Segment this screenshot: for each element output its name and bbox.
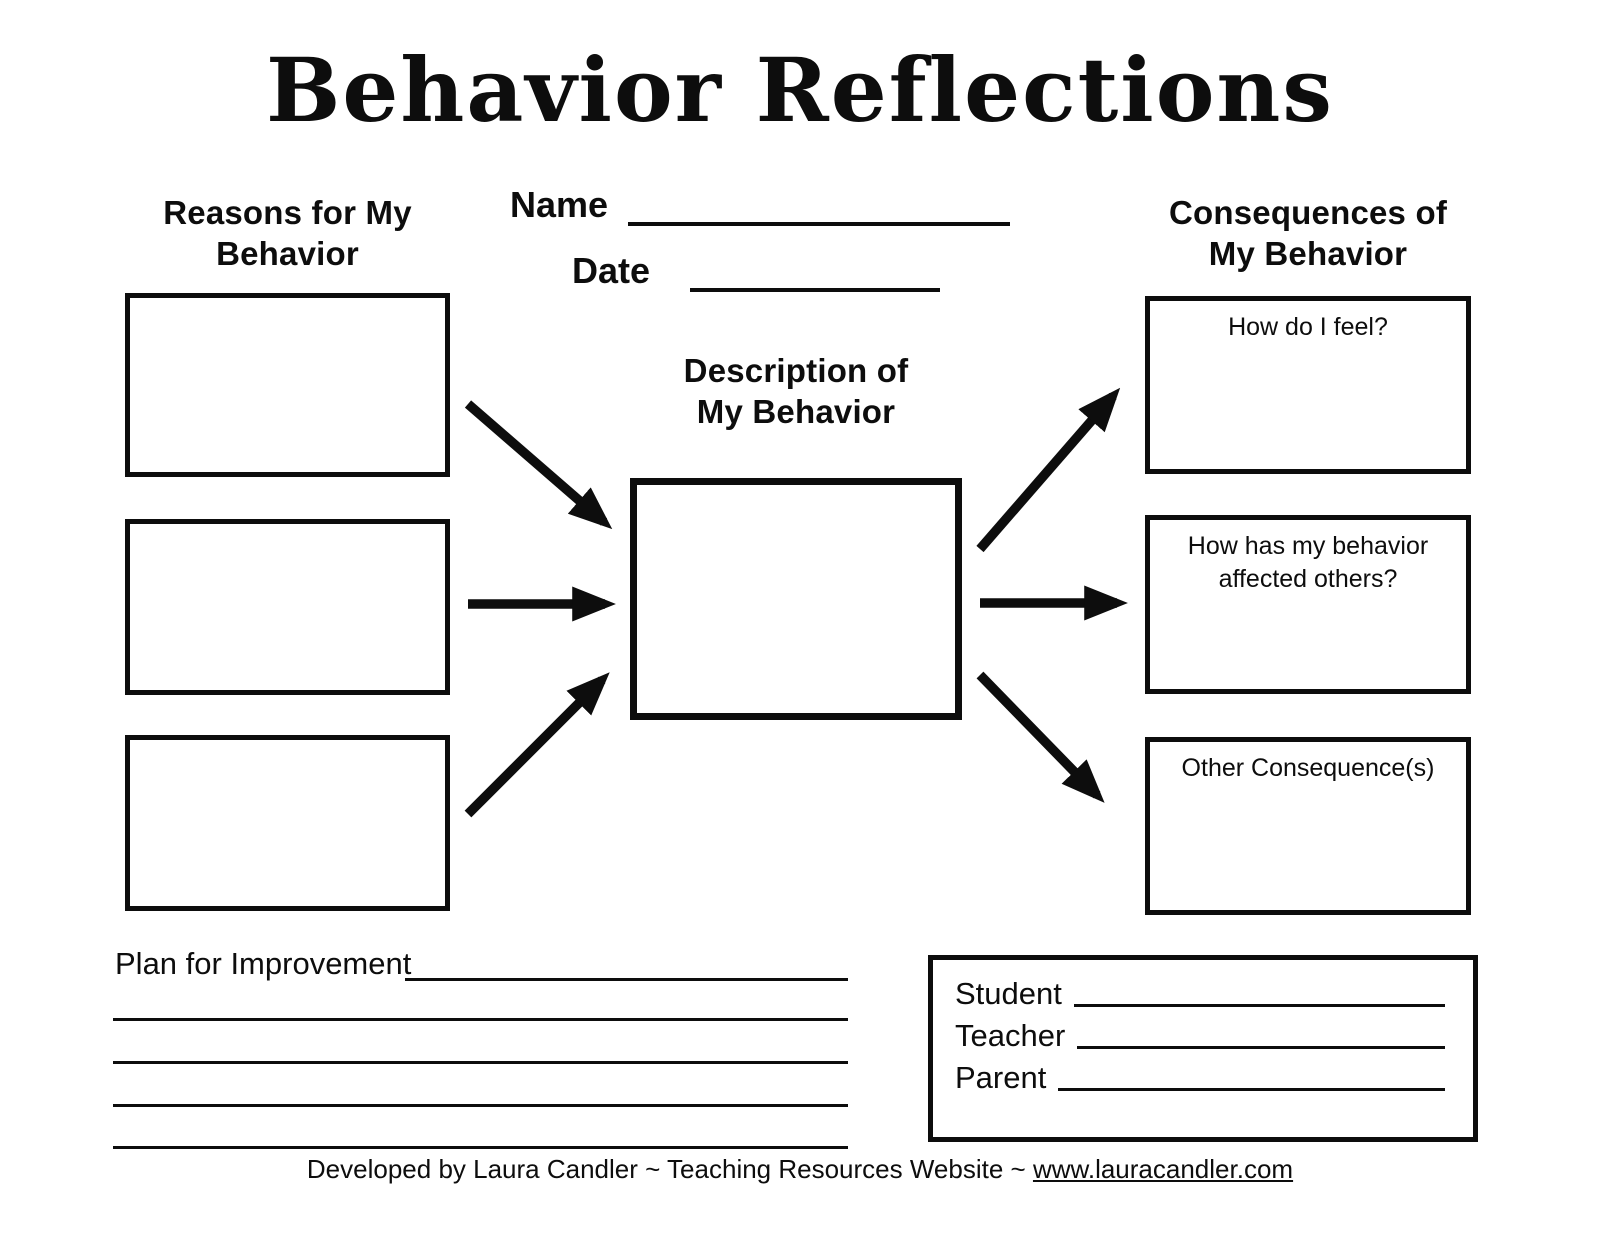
signature-row-teacher: Teacher [955, 1014, 1445, 1056]
student-signature-line [1073, 1004, 1445, 1007]
plan-blank-line-2 [113, 1018, 848, 1021]
description-box [630, 478, 962, 720]
arrow-reason3-to-description-icon [464, 672, 610, 818]
student-label: Student [955, 976, 1062, 1011]
footer-credit-text: Developed by Laura Candler ~ Teaching Re… [306, 1154, 1033, 1184]
plan-blank-line-1 [405, 944, 848, 981]
plan-blank-line-5 [113, 1146, 848, 1149]
plan-blank-line-3 [113, 1061, 848, 1064]
page-title: Behavior Reflections [266, 38, 1334, 142]
reason-box-3 [125, 735, 450, 911]
consequence-box-feel-label: How do I feel? [1228, 313, 1388, 341]
arrow-reason1-to-description-icon [464, 400, 613, 530]
arrow-description-to-feel-icon [976, 387, 1121, 553]
signature-box: Student Teacher Parent [928, 955, 1478, 1142]
date-label: Date [572, 250, 651, 291]
teacher-signature-line [1077, 1046, 1445, 1049]
reason-box-1 [125, 293, 450, 477]
signature-row-student: Student [955, 972, 1445, 1014]
footer-credit: Developed by Laura Candler ~ Teaching Re… [0, 1154, 1600, 1185]
consequence-box-other: Other Consequence(s) [1145, 737, 1471, 915]
reason-box-2 [125, 519, 450, 695]
name-blank-line [628, 186, 1010, 226]
consequence-box-other-label: Other Consequence(s) [1181, 754, 1435, 782]
teacher-label: Teacher [955, 1018, 1066, 1053]
date-blank-line [690, 252, 940, 292]
arrow-description-to-other-icon [976, 671, 1105, 803]
consequence-box-others: How has my behavior affected others? [1145, 515, 1471, 694]
footer-website-link[interactable]: www.lauracandler.com [1032, 1154, 1294, 1184]
plan-for-improvement-label: Plan for Improvement [115, 946, 412, 981]
description-heading: Description of My Behavior [683, 352, 909, 431]
parent-signature-line [1058, 1088, 1445, 1091]
reasons-heading: Reasons for My Behavior [163, 194, 412, 273]
consequence-box-feel: How do I feel? [1145, 296, 1471, 474]
consequences-heading: Consequences of My Behavior [1168, 194, 1448, 273]
parent-label: Parent [955, 1060, 1047, 1095]
plan-blank-line-4 [113, 1104, 848, 1107]
signature-row-parent: Parent [955, 1056, 1445, 1098]
name-label: Name [510, 184, 609, 225]
consequence-box-others-label: How has my behavior affected others? [1187, 532, 1429, 593]
